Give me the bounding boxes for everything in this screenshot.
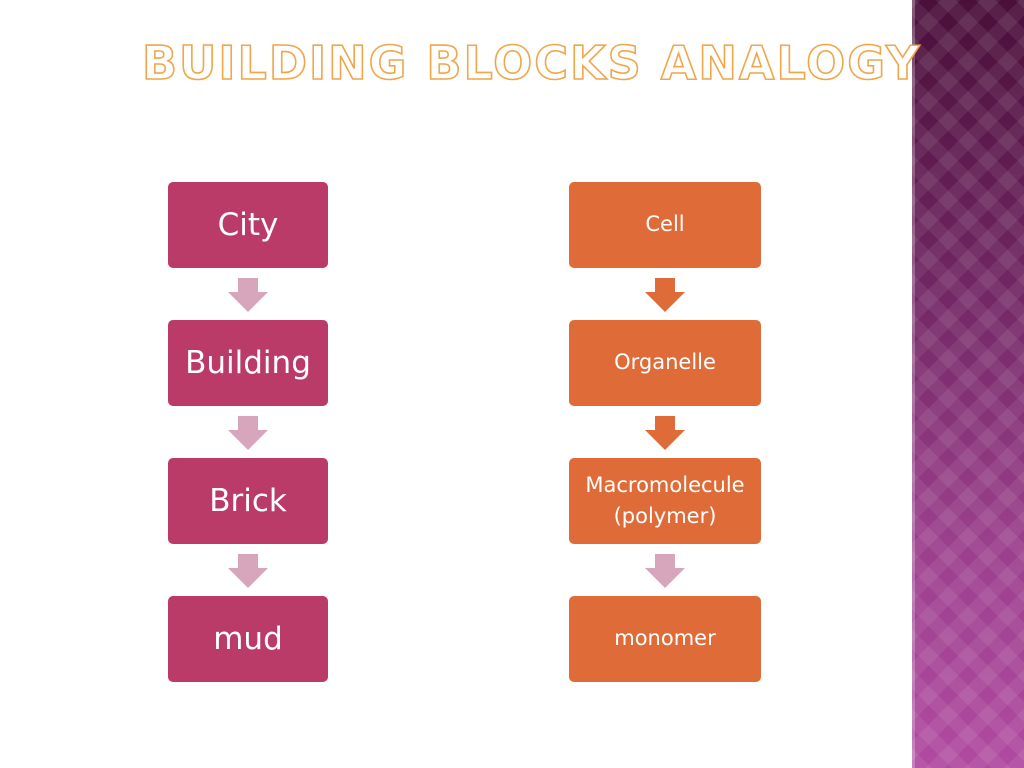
down-arrow-icon (645, 416, 685, 450)
slide-title: BUILDING BLOCKS ANALOGY (141, 35, 922, 91)
down-arrow-icon (645, 554, 685, 588)
down-arrow-icon (228, 416, 268, 450)
left-box-city: City (168, 182, 328, 268)
down-arrow-icon (645, 278, 685, 312)
down-arrow-icon (228, 554, 268, 588)
left-box-building: Building (168, 320, 328, 406)
down-arrow-icon (228, 278, 268, 312)
right-box-macromolecule: Macromolecule (polymer) (569, 458, 761, 544)
right-box-organelle: Organelle (569, 320, 761, 406)
left-box-mud: mud (168, 596, 328, 682)
left-box-brick: Brick (168, 458, 328, 544)
decorative-side-band (912, 0, 1024, 768)
right-box-cell: Cell (569, 182, 761, 268)
right-box-monomer: monomer (569, 596, 761, 682)
